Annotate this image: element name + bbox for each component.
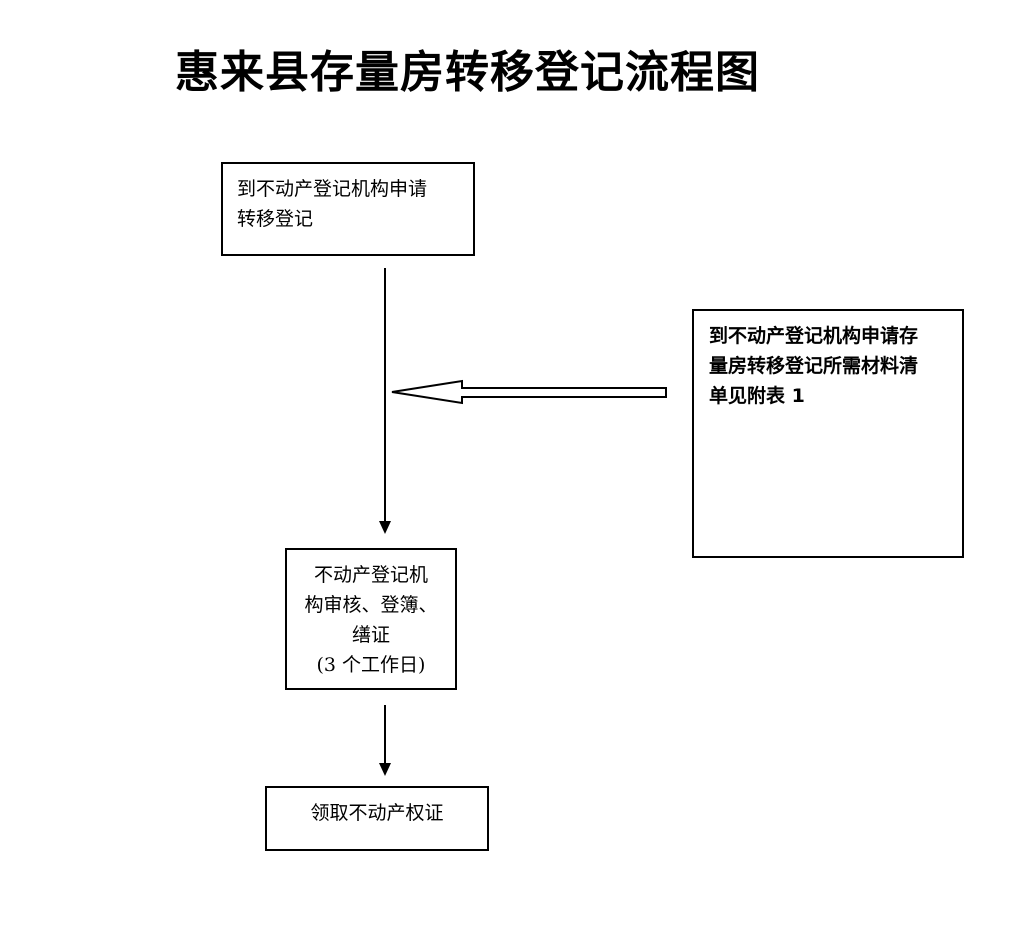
step-review-line-4: (3 个工作日)	[316, 654, 426, 676]
step-review-line-1: 不动产登记机	[313, 564, 428, 586]
step-review-line-2: 构审核、登簿、	[304, 594, 438, 616]
arrow-apply-to-review-head	[379, 521, 391, 534]
arrow-review-to-collect-head	[379, 763, 391, 776]
step-apply-line-2: 转移登记	[237, 208, 314, 230]
materials-note-line-3: 单见附表 1	[709, 385, 805, 407]
hollow-arrow-materials-to-flow	[391, 379, 667, 405]
materials-note-box: 到不动产登记机构申请存 量房转移登记所需材料清 单见附表 1	[692, 309, 964, 558]
step-collect-line-1: 领取不动产权证	[310, 802, 444, 824]
step-collect-box: 领取不动产权证	[265, 786, 489, 851]
step-review-box: 不动产登记机 构审核、登簿、 缮证 (3 个工作日)	[285, 548, 457, 690]
step-apply-line-1: 到不动产登记机构申请	[237, 178, 428, 200]
materials-note-line-2: 量房转移登记所需材料清	[709, 355, 919, 377]
page-title: 惠来县存量房转移登记流程图	[175, 47, 760, 98]
step-review-line-3: 缮证	[351, 624, 390, 646]
materials-note-line-1: 到不动产登记机构申请存	[709, 325, 919, 347]
step-apply-box: 到不动产登记机构申请 转移登记	[221, 162, 475, 256]
